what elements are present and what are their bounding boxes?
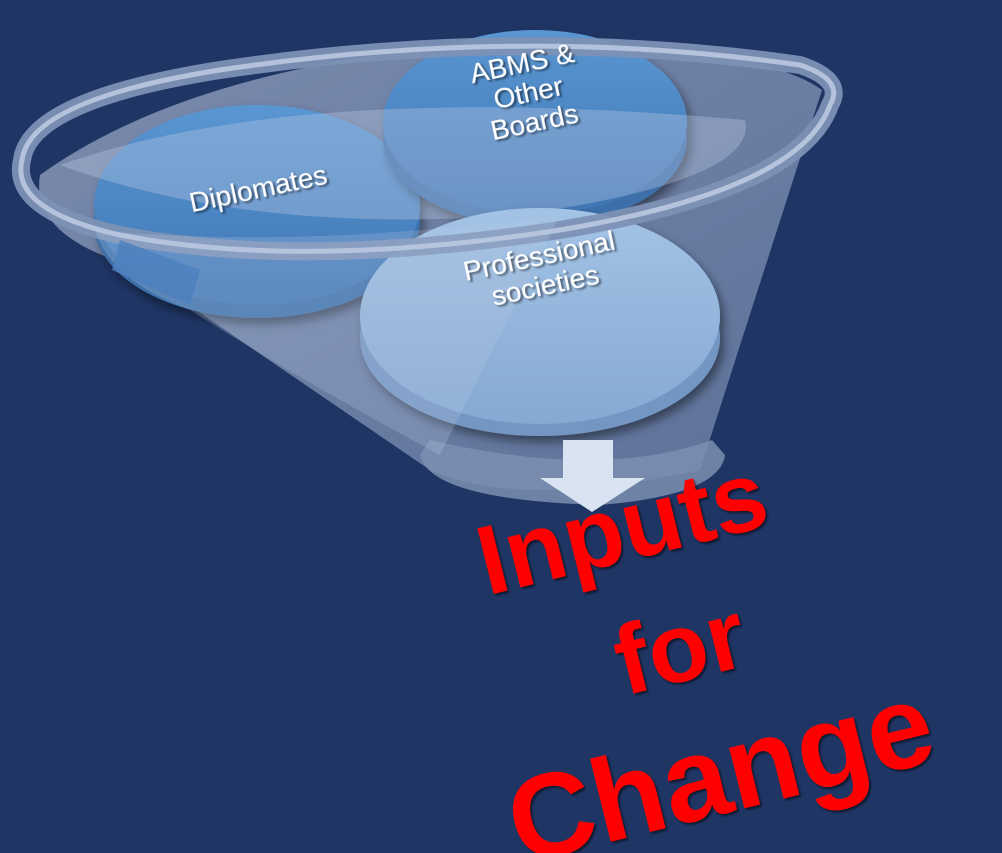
funnel-front-glass bbox=[95, 215, 560, 455]
down-arrow-icon bbox=[540, 440, 645, 512]
disc-abms bbox=[383, 30, 687, 226]
output-text-line: for bbox=[603, 578, 756, 716]
funnel-side-accent bbox=[112, 240, 200, 305]
disc-societies bbox=[360, 208, 720, 436]
funnel-inner-rim bbox=[60, 107, 746, 220]
